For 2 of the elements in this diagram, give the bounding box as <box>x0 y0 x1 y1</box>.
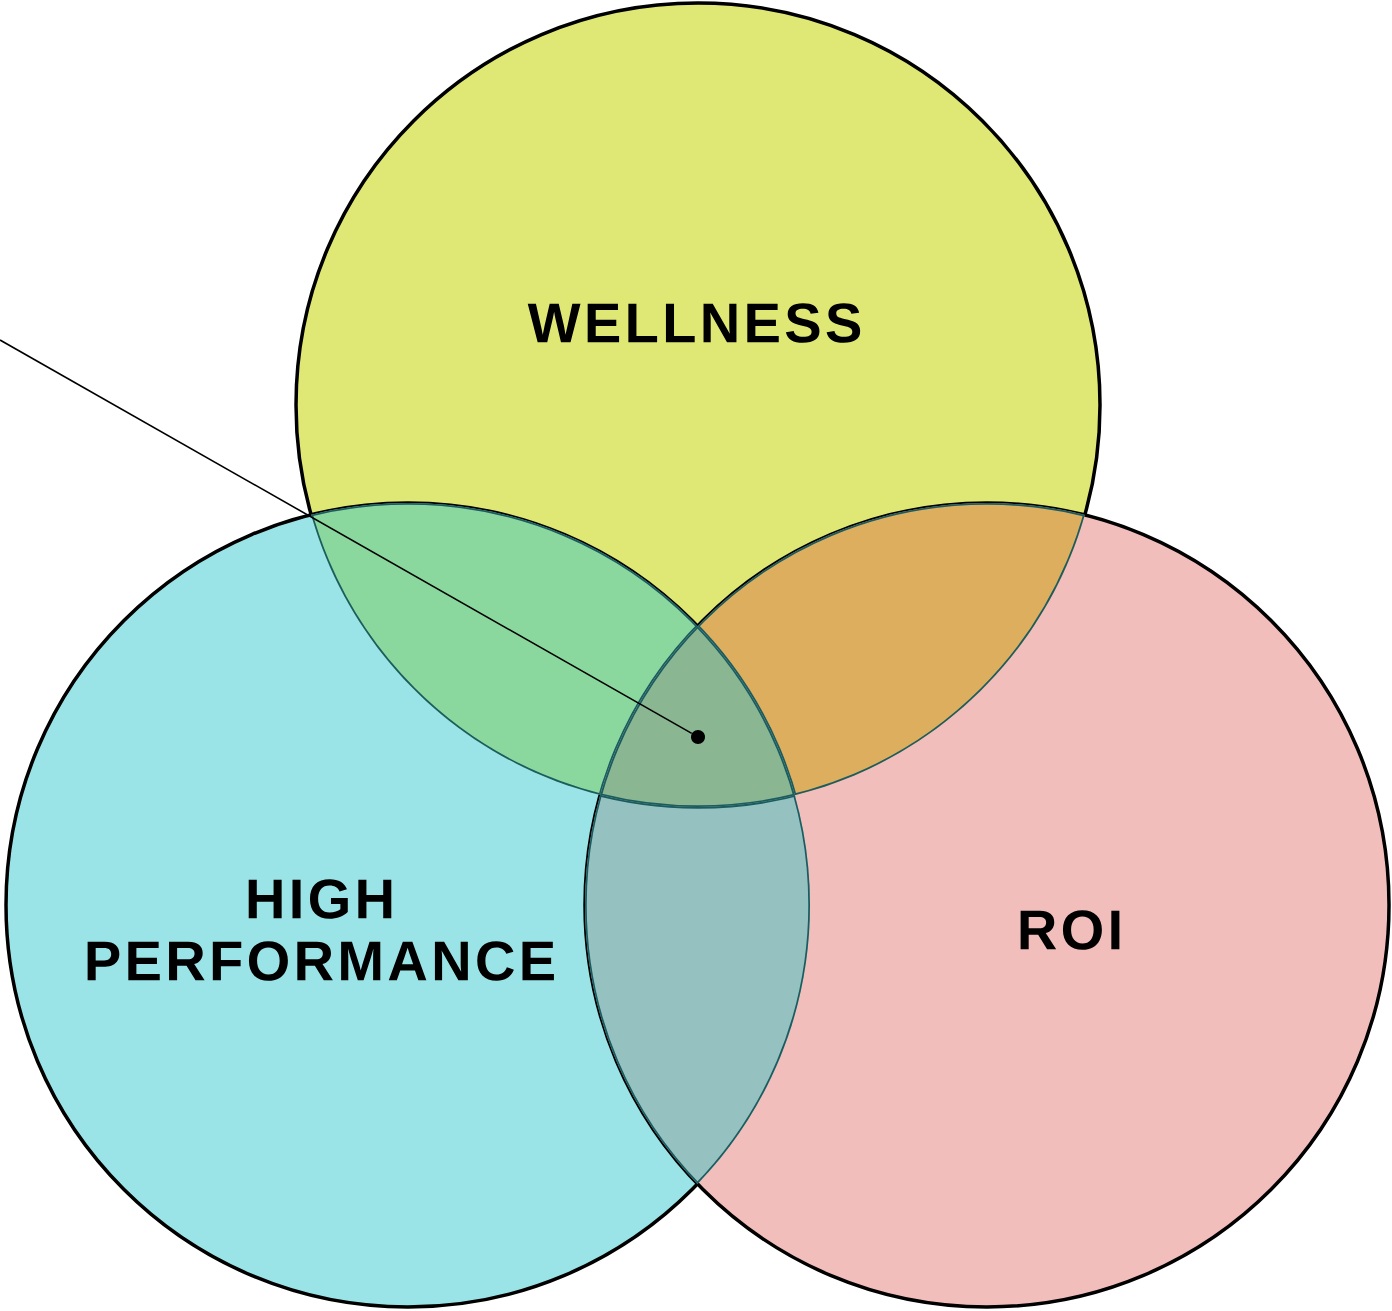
leader-line <box>0 339 693 735</box>
dot <box>691 730 705 744</box>
